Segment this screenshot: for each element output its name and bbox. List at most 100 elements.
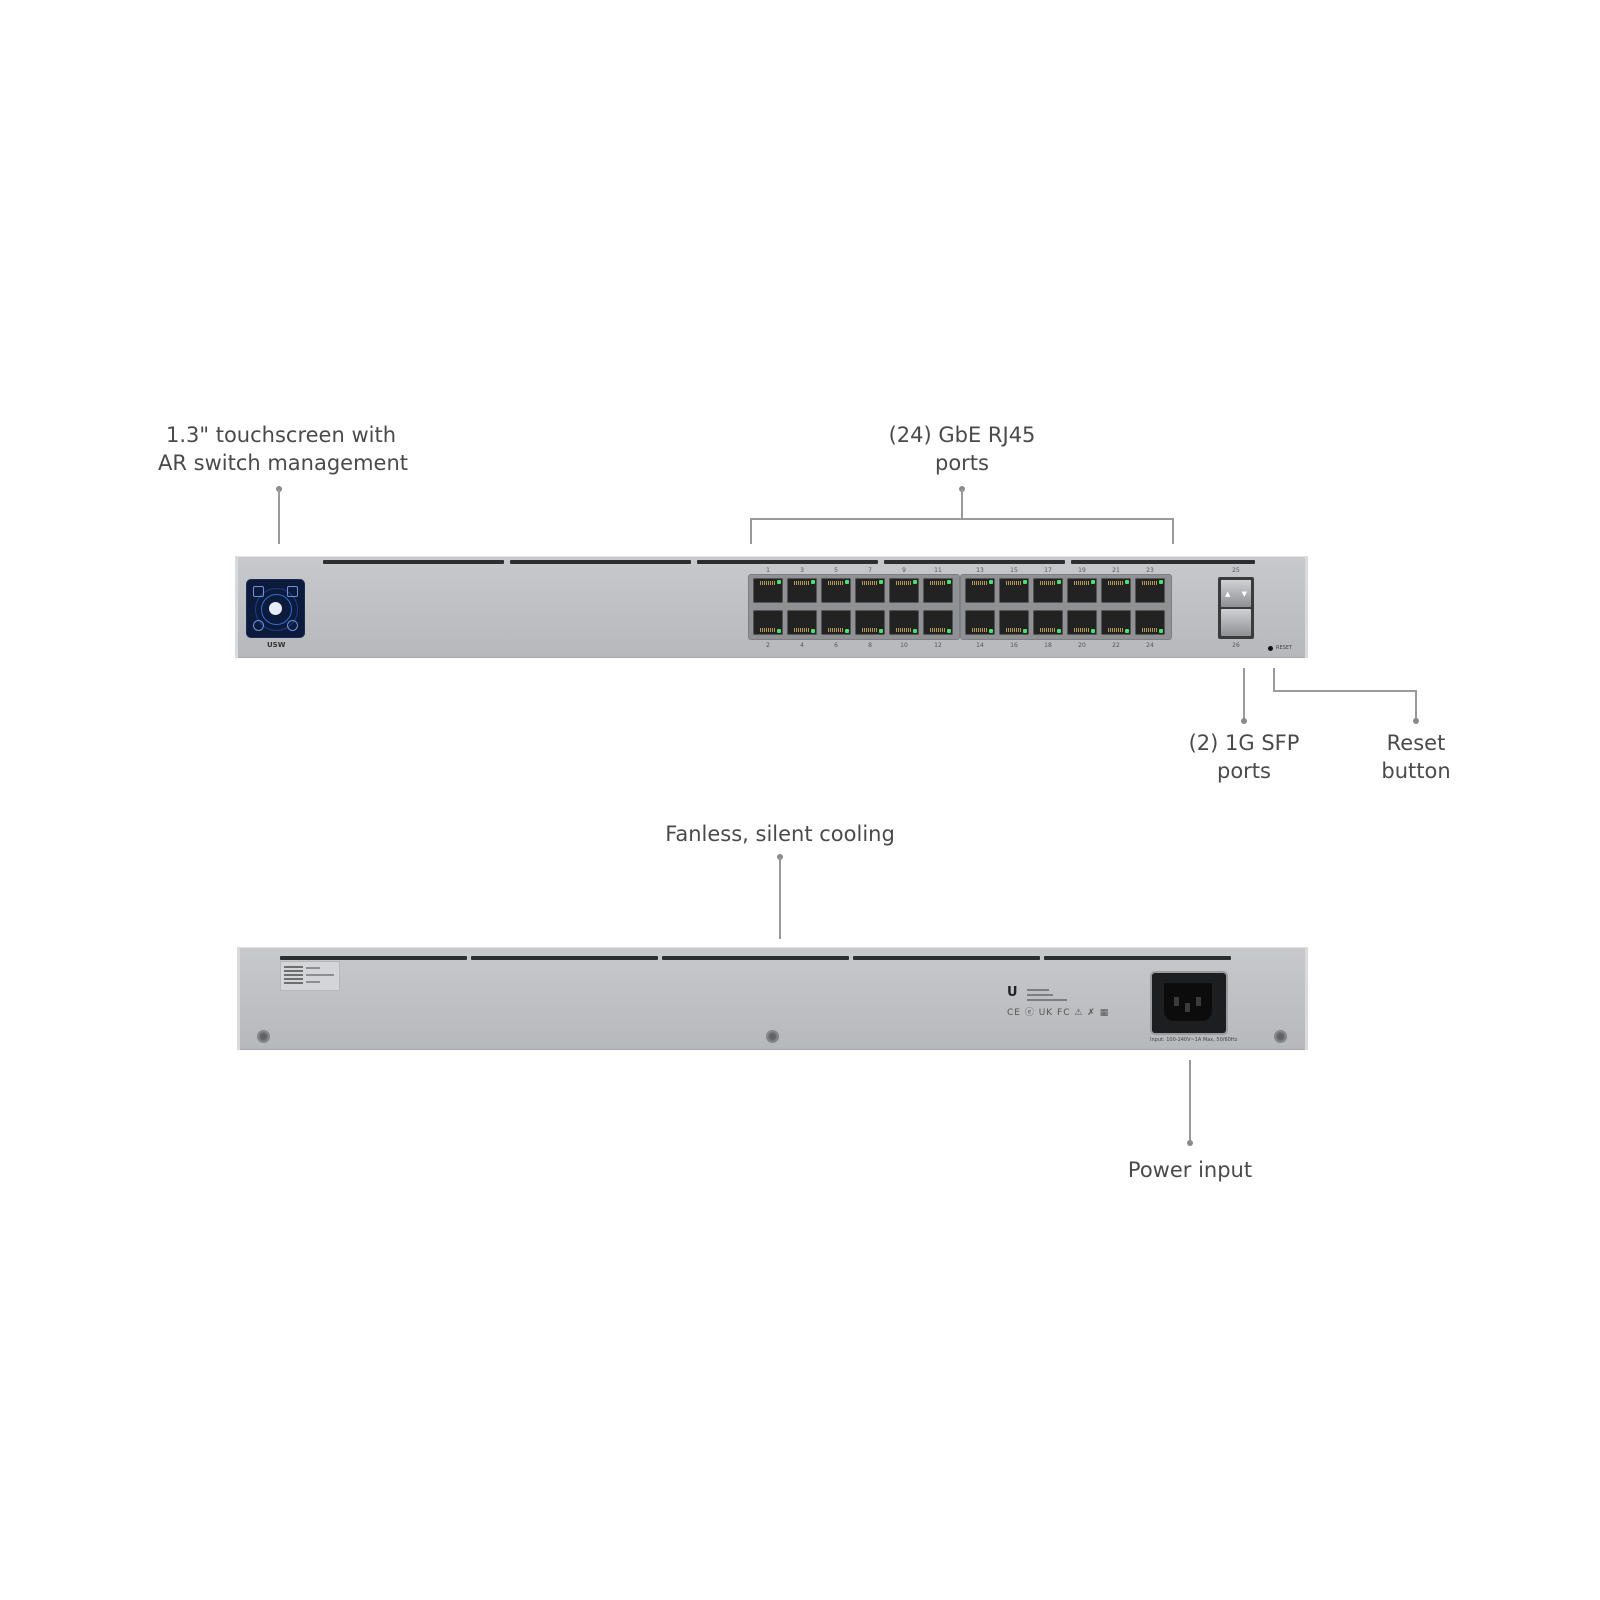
rj45-port-1[interactable] (753, 578, 783, 603)
rj45-port-11[interactable] (923, 578, 953, 603)
port-link-led (947, 580, 951, 584)
rj45-port-21[interactable] (1101, 578, 1131, 603)
leader-reset-rise (1415, 690, 1417, 720)
rj45-pins (1142, 628, 1158, 632)
touchscreen-settings-icon[interactable] (287, 620, 298, 631)
rj45-pins (1108, 581, 1124, 585)
port-number: 5 (834, 567, 838, 574)
model-label: USW (267, 641, 286, 649)
sfp-port-26[interactable] (1221, 609, 1251, 636)
screw (766, 1030, 779, 1043)
rj45-port-9[interactable] (889, 578, 919, 603)
callout-touchscreen-line2: AR switch management (158, 451, 409, 475)
rj45-port-22[interactable] (1101, 610, 1131, 635)
rj45-port-24[interactable] (1135, 610, 1165, 635)
switch-rear-panel: U CE ⓔ UK FC ⚠ ✗ ▦ Input: 100-240V~1A Ma… (237, 947, 1308, 1050)
rj45-pins (972, 581, 988, 585)
sfp-number-26: 26 (1232, 642, 1240, 649)
rj45-pins (1074, 581, 1090, 585)
touchscreen-device-icon[interactable] (287, 586, 298, 597)
touchscreen-center-button[interactable] (269, 602, 282, 615)
front-right-ear (1305, 556, 1308, 658)
callout-power: Power input (1120, 1156, 1260, 1184)
sfp-arrow-up-icon: ▲ (1225, 590, 1231, 598)
rj45-port-13[interactable] (965, 578, 995, 603)
leader-power (1189, 1060, 1191, 1142)
rj45-port-3[interactable] (787, 578, 817, 603)
rj45-pins (1006, 628, 1022, 632)
leader-rj45-right (1172, 518, 1174, 544)
leader-cooling (779, 857, 781, 939)
callout-reset: Reset button (1366, 729, 1466, 785)
port-link-led (1023, 629, 1027, 633)
front-vent (510, 560, 691, 564)
port-link-led (1125, 580, 1129, 584)
port-number: 4 (800, 642, 804, 649)
leader-rj45-bracket (750, 518, 1174, 520)
rj45-port-8[interactable] (855, 610, 885, 635)
callout-cooling: Fanless, silent cooling (650, 820, 910, 848)
sticker-line (306, 967, 320, 969)
rj45-port-19[interactable] (1067, 578, 1097, 603)
rj45-pins (930, 581, 946, 585)
port-link-led (913, 629, 917, 633)
rj45-port-5[interactable] (821, 578, 851, 603)
port-number: 12 (934, 642, 942, 649)
rj45-port-6[interactable] (821, 610, 851, 635)
rj45-port-10[interactable] (889, 610, 919, 635)
sfp-port-25[interactable]: ▲ ▼ (1221, 580, 1251, 607)
rj45-port-14[interactable] (965, 610, 995, 635)
leader-reset-drop (1273, 668, 1275, 692)
touchscreen-home-icon[interactable] (253, 586, 264, 597)
rj45-pins (760, 628, 776, 632)
sticker-line (306, 981, 320, 983)
port-link-led (1057, 580, 1061, 584)
reset-button[interactable] (1268, 646, 1273, 651)
screw (1274, 1030, 1287, 1043)
power-pin (1174, 997, 1179, 1006)
touchscreen[interactable] (247, 580, 304, 637)
port-link-led (845, 629, 849, 633)
rj45-pins (862, 581, 878, 585)
port-link-led (777, 629, 781, 633)
rj45-pins (1006, 581, 1022, 585)
callout-sfp: (2) 1G SFP ports (1184, 729, 1304, 785)
rj45-port-18[interactable] (1033, 610, 1063, 635)
leader-sfp (1243, 668, 1245, 720)
callout-touchscreen: 1.3" touchscreen with AR switch manageme… (158, 421, 409, 477)
rj45-port-12[interactable] (923, 610, 953, 635)
port-link-led (879, 629, 883, 633)
regulatory-text-line (1027, 994, 1053, 996)
rj45-port-15[interactable] (999, 578, 1029, 603)
rj45-port-16[interactable] (999, 610, 1029, 635)
rj45-pins (972, 628, 988, 632)
rj45-pins (1040, 628, 1056, 632)
port-link-led (811, 629, 815, 633)
leader-dot-sfp (1241, 718, 1247, 724)
rj45-port-7[interactable] (855, 578, 885, 603)
callout-sfp-line2: ports (1217, 759, 1271, 783)
touchscreen-info-icon[interactable] (253, 620, 264, 631)
rj45-port-2[interactable] (753, 610, 783, 635)
rj45-port-23[interactable] (1135, 578, 1165, 603)
rj45-pins (1074, 628, 1090, 632)
port-link-led (947, 629, 951, 633)
rj45-port-17[interactable] (1033, 578, 1063, 603)
serial-sticker (280, 961, 340, 991)
callout-sfp-line1: (2) 1G SFP (1188, 731, 1300, 755)
rj45-pins (896, 628, 912, 632)
port-number: 10 (900, 642, 908, 649)
port-number: 24 (1146, 642, 1154, 649)
power-input-socket[interactable] (1152, 973, 1226, 1033)
rear-vent (471, 956, 658, 960)
front-left-ear (235, 556, 238, 658)
power-pin (1185, 1003, 1190, 1012)
callout-reset-line1: Reset (1386, 731, 1446, 755)
rj45-pins (1108, 628, 1124, 632)
port-link-led (989, 629, 993, 633)
rj45-port-20[interactable] (1067, 610, 1097, 635)
sticker-line (306, 974, 334, 976)
rj45-pins (862, 628, 878, 632)
rj45-port-4[interactable] (787, 610, 817, 635)
leader-touchscreen (278, 489, 280, 544)
